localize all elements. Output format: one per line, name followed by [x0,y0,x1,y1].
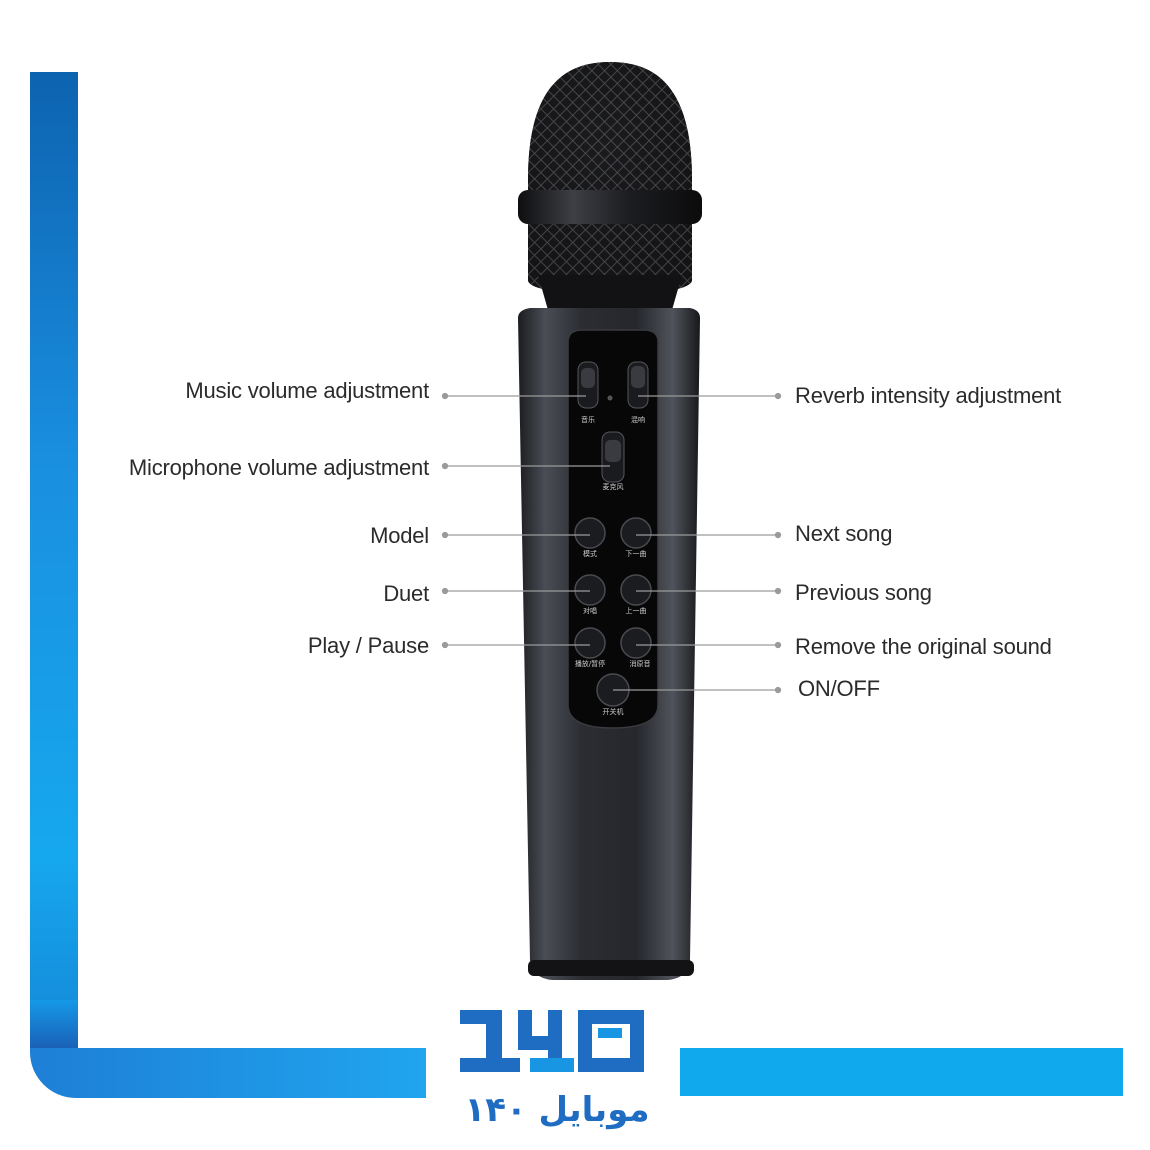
mic-grille [528,62,692,295]
mic-label-duet: 对唱 [583,606,597,615]
label-music-volume: Music volume adjustment [185,378,429,403]
mic-label-mic: 麦克风 [603,482,624,491]
label-play-pause: Play / Pause [307,633,429,658]
mic-label-play: 播放/暂停 [575,659,605,668]
label-previous-song: Previous song [795,580,932,605]
mic-label-music: 音乐 [581,415,595,424]
mic-label-prev: 上一曲 [626,606,647,615]
label-next-song: Next song [795,521,893,546]
label-on-off: ON/OFF [798,676,880,701]
label-duet: Duet [383,581,429,606]
mic-neck [538,275,682,310]
label-reverb: Reverb intensity adjustment [795,383,1062,408]
mic-ring [518,190,702,224]
label-model: Model [370,523,429,548]
frame-left-bar [30,72,78,1052]
frame-bottom-left-bar [30,1048,426,1098]
brand-name: موبایل ۱۴۰ [464,1090,650,1130]
mic-label-power: 开关机 [603,707,624,716]
frame-bottom-right-bar [680,1048,1123,1096]
mic-label-reverb: 混响 [631,415,645,424]
label-remove-original-sound: Remove the original sound [795,634,1052,659]
mic-label-mode: 模式 [583,549,597,558]
mic-label-next: 下一曲 [626,549,647,558]
label-microphone-volume: Microphone volume adjustment [128,455,429,480]
mic-label-remove: 消原音 [630,659,651,668]
frame-corner [30,1000,78,1050]
brand-logo [460,1010,644,1072]
